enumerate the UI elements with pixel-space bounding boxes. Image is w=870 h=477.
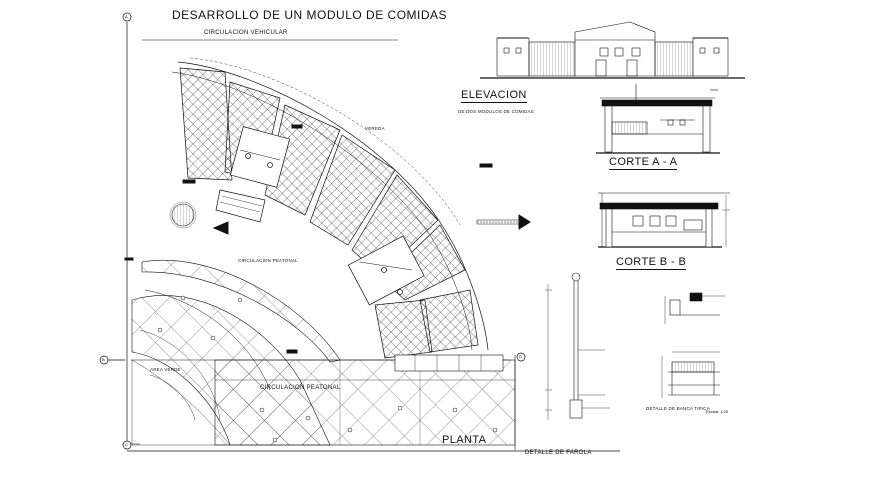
bench-detail	[661, 292, 725, 398]
lamp-post	[210, 335, 216, 341]
elevation-drawing	[480, 21, 745, 79]
grid-marker-label: C	[125, 442, 128, 447]
label-detalle-farola: DETALLE DE FAROLA	[525, 450, 592, 456]
section-aa-drawing	[596, 84, 720, 154]
lamp-post	[492, 427, 498, 433]
lamp-post	[347, 427, 353, 433]
lamp-post	[157, 327, 163, 333]
grid-marker-label: A	[125, 14, 128, 19]
lamp-post	[180, 295, 186, 301]
grid-marker-circle	[99, 355, 109, 365]
label-circulacion-vehicular: CIRCULACION VEHICULAR	[204, 30, 288, 36]
label-detalle-banca: DETALLE DE BANCA TIPICA	[646, 406, 710, 411]
lamp-post	[237, 297, 243, 303]
module-block	[179, 67, 233, 181]
grid-marker-label: D	[519, 354, 522, 359]
tree-symbol	[169, 201, 197, 229]
label-vereda: VEREDA	[365, 126, 385, 131]
label-corte-aa: CORTE A - A	[609, 156, 678, 170]
label-corte-bb: CORTE B - B	[616, 256, 687, 270]
lamp-post-detail	[545, 272, 610, 420]
lamp-post	[305, 415, 311, 421]
label-area-verde: AREA VERDE	[150, 367, 181, 372]
section-markers	[124, 124, 493, 354]
lamp-post	[397, 405, 403, 411]
grid-markers	[99, 12, 526, 450]
grid-marker-circle	[516, 352, 526, 362]
label-escala: Escala: 1/25	[706, 409, 729, 414]
label-circulacion-peatonal-lower: CIRCULACION PEATONAL	[260, 385, 341, 391]
module-block	[374, 299, 433, 359]
grid-marker-circle	[122, 12, 132, 22]
lamp-post	[272, 437, 278, 443]
lamp-post	[259, 407, 265, 413]
label-planta: PLANTA	[442, 434, 487, 446]
label-elevacion: ELEVACION	[461, 89, 527, 103]
plaza-pavement	[131, 260, 516, 450]
building-fan	[171, 57, 504, 372]
sheet-title: DESARROLLO DE UN MODULO DE COMIDAS	[172, 8, 448, 22]
label-elevacion-sub: DE DOS MODULOS DE COMIDAS	[458, 109, 535, 114]
module-block	[309, 134, 396, 246]
grid-marker-label: B	[102, 357, 105, 362]
lamp-post	[452, 407, 458, 413]
section-bb-drawing	[598, 192, 730, 248]
grid-marker-circle	[122, 440, 132, 450]
label-circulacion-peatonal-upper: CIRCULACION PEATONAL	[238, 258, 298, 263]
direction-arrow	[212, 214, 531, 235]
lamp-posts	[157, 295, 498, 443]
kitchen-core	[229, 126, 291, 188]
